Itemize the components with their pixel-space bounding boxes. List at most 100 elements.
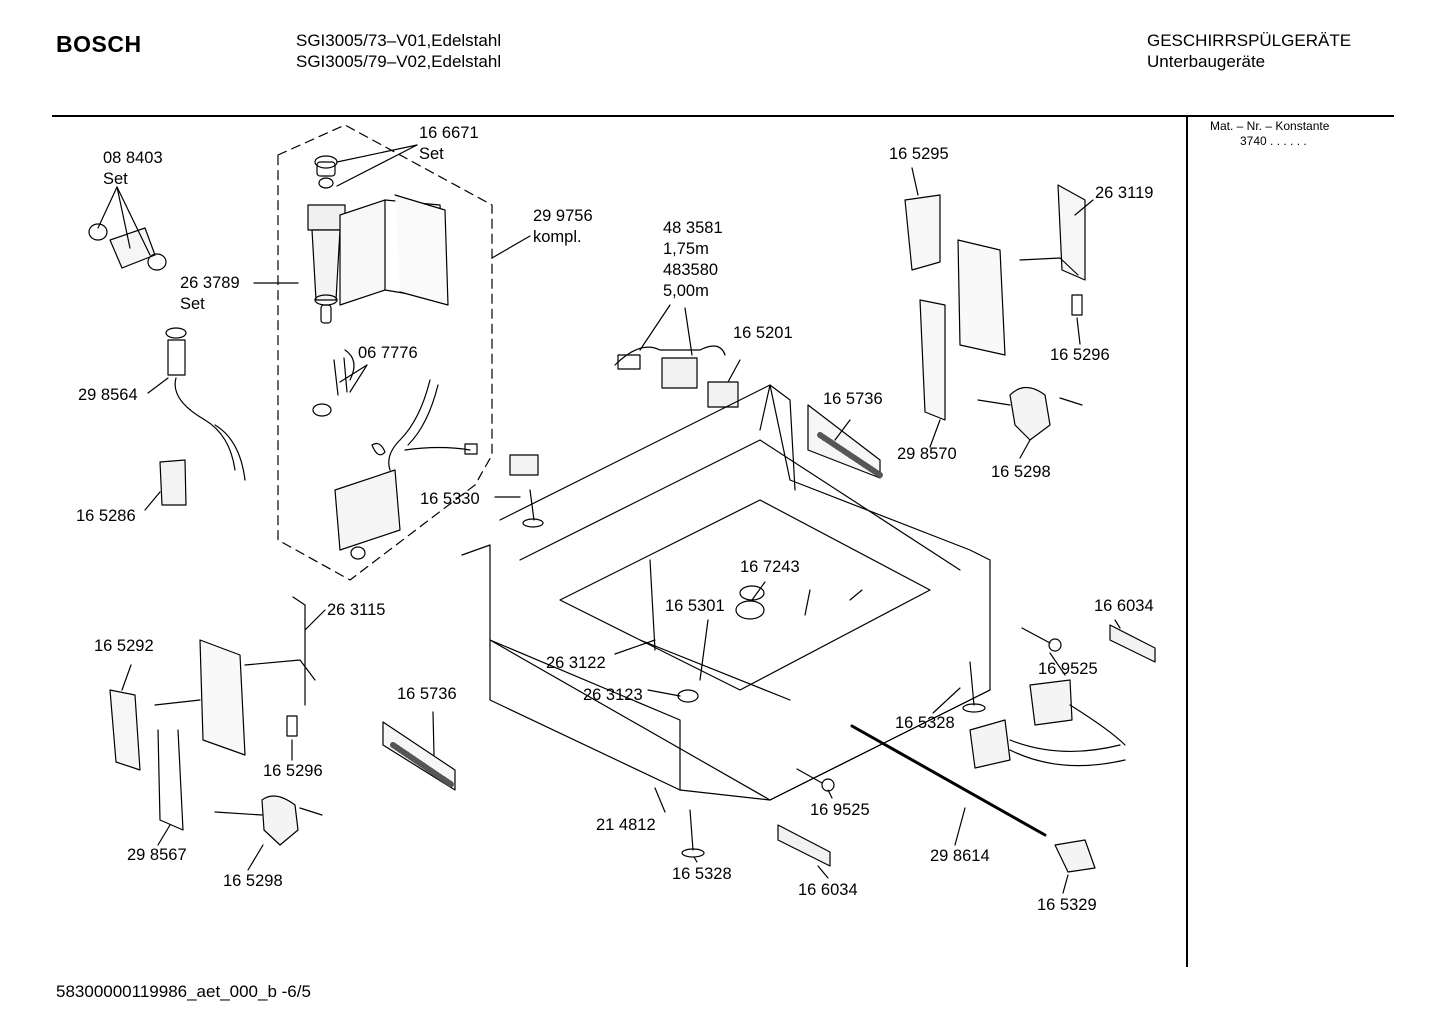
part-number: 16 5298 — [991, 463, 1051, 481]
part-label-298570: 29 8570 — [897, 444, 957, 465]
part-number: 08 8403 — [103, 149, 163, 167]
sidebar-divider — [1186, 117, 1188, 967]
part-note: Set — [180, 295, 205, 313]
part-number: 16 5201 — [733, 324, 793, 342]
spring-right — [807, 404, 883, 479]
category-subtitle: Unterbaugeräte — [1147, 52, 1266, 71]
part-label-165298-left: 16 5298 — [223, 871, 283, 892]
part-label-165298-right: 16 5298 — [991, 462, 1051, 483]
assembly-dashed-outline — [277, 124, 493, 581]
part-label-165328-bottom: 16 5328 — [672, 864, 732, 885]
part-note: 5,00m — [663, 282, 709, 300]
part-number: 16 9525 — [1038, 660, 1098, 678]
part-label-165296-right: 16 5296 — [1050, 345, 1110, 366]
part-label-165296-left: 16 5296 — [263, 761, 323, 782]
part-label-299756: 29 9756 kompl. — [533, 206, 593, 248]
switch-bracket-right — [904, 184, 1086, 441]
spring-left — [382, 721, 456, 791]
part-label-483581: 48 3581 1,75m 483580 5,00m — [663, 218, 723, 302]
part-label-165301: 16 5301 — [665, 596, 725, 617]
model-list: SGI3005/73–V01,Edelstahl SGI3005/79–V02,… — [296, 30, 501, 72]
leader-lines — [97, 144, 1121, 894]
part-label-263123: 26 3123 — [583, 685, 643, 706]
part-number: 16 5292 — [94, 637, 154, 655]
part-label-169525-bottom: 16 9525 — [810, 800, 870, 821]
part-number: 16 5296 — [263, 762, 323, 780]
part-label-165329: 16 5329 — [1037, 895, 1097, 916]
part-number: 16 6671 — [419, 124, 479, 142]
cable-harness — [614, 345, 739, 408]
part-number: 29 9756 — [533, 207, 593, 225]
part-label-167243: 16 7243 — [740, 557, 800, 578]
base-tub — [461, 384, 991, 801]
part-number: 26 3115 — [327, 601, 386, 619]
part-label-165295: 16 5295 — [889, 144, 949, 165]
part-label-165328-right: 16 5328 — [895, 713, 955, 734]
part-label-165201: 16 5201 — [733, 323, 793, 344]
part-label-165330: 16 5330 — [420, 489, 480, 510]
brand-logo: BOSCH — [56, 31, 142, 57]
level-rod — [850, 724, 1096, 873]
part-number: 29 8564 — [78, 386, 138, 404]
part-number: 29 8567 — [127, 846, 187, 864]
part-number: 483580 — [663, 261, 719, 279]
material-constant-value: 3740 . . . . . . — [1240, 134, 1307, 148]
part-label-165736-left: 16 5736 — [397, 684, 457, 705]
part-label-169525-right: 16 9525 — [1038, 659, 1098, 680]
part-number: 16 5298 — [223, 872, 283, 890]
part-label-263789: 26 3789 Set — [180, 273, 240, 315]
part-number: 48 3581 — [663, 219, 723, 237]
part-number: 16 5736 — [397, 685, 457, 703]
part-number: 26 3123 — [583, 686, 643, 704]
part-label-166034-right: 16 6034 — [1094, 596, 1154, 617]
part-number: 29 8570 — [897, 445, 957, 463]
terminal-block-set — [777, 624, 1156, 867]
part-label-165292: 16 5292 — [94, 636, 154, 657]
part-number: 16 5286 — [76, 507, 136, 525]
part-number: 16 9525 — [810, 801, 870, 819]
holder-clip — [159, 459, 187, 506]
part-note: Set — [419, 145, 444, 163]
part-label-263115: 26 3115 — [327, 600, 385, 621]
part-label-263122: 26 3122 — [546, 653, 606, 674]
part-label-165286: 16 5286 — [76, 506, 136, 527]
part-note: 1,75m — [663, 240, 709, 258]
header-rule — [52, 115, 1394, 117]
part-label-165736-right: 16 5736 — [823, 389, 883, 410]
category-block: GESCHIRRSPÜLGERÄTE Unterbaugeräte — [1147, 30, 1351, 72]
part-number: 16 5301 — [665, 597, 725, 615]
part-number: 26 3119 — [1095, 184, 1154, 202]
part-number: 16 5329 — [1037, 896, 1097, 914]
category-title: GESCHIRRSPÜLGERÄTE — [1147, 31, 1352, 50]
part-label-298564: 29 8564 — [78, 385, 138, 406]
part-number: 26 3789 — [180, 274, 240, 292]
part-label-214812: 21 4812 — [596, 815, 656, 836]
part-label-067776: 06 7776 — [358, 343, 418, 364]
part-label-263119: 26 3119 — [1095, 183, 1153, 204]
valve-assembly — [307, 155, 478, 560]
hose-part — [165, 327, 246, 481]
part-label-298567: 29 8567 — [127, 845, 187, 866]
part-number: 16 5330 — [420, 490, 480, 508]
part-label-166034-bottom: 16 6034 — [798, 880, 858, 901]
part-number: 16 6034 — [798, 881, 858, 899]
model-line: SGI3005/79–V02,Edelstahl — [296, 52, 502, 71]
material-constant-heading: Mat. – Nr. – Konstante — [1210, 119, 1330, 133]
model-line: SGI3005/73–V01,Edelstahl — [296, 31, 502, 50]
part-number: 21 4812 — [596, 816, 656, 834]
part-note: Set — [103, 170, 128, 188]
part-number: 06 7776 — [358, 344, 418, 362]
part-number: 29 8614 — [930, 847, 990, 865]
hose-clamp-set — [88, 223, 167, 271]
part-label-166671: 16 6671 Set — [419, 123, 479, 165]
part-label-298614: 29 8614 — [930, 846, 990, 867]
part-number: 16 5328 — [672, 865, 732, 883]
part-number: 16 5295 — [889, 145, 949, 163]
part-label-088403: 08 8403 Set — [103, 148, 163, 190]
part-number: 16 5296 — [1050, 346, 1110, 364]
switch-bracket-left — [109, 596, 323, 846]
part-number: 16 6034 — [1094, 597, 1154, 615]
document-id: 58300000119986_aet_000_b -6/5 — [56, 982, 311, 1001]
screw-set — [522, 489, 1062, 858]
